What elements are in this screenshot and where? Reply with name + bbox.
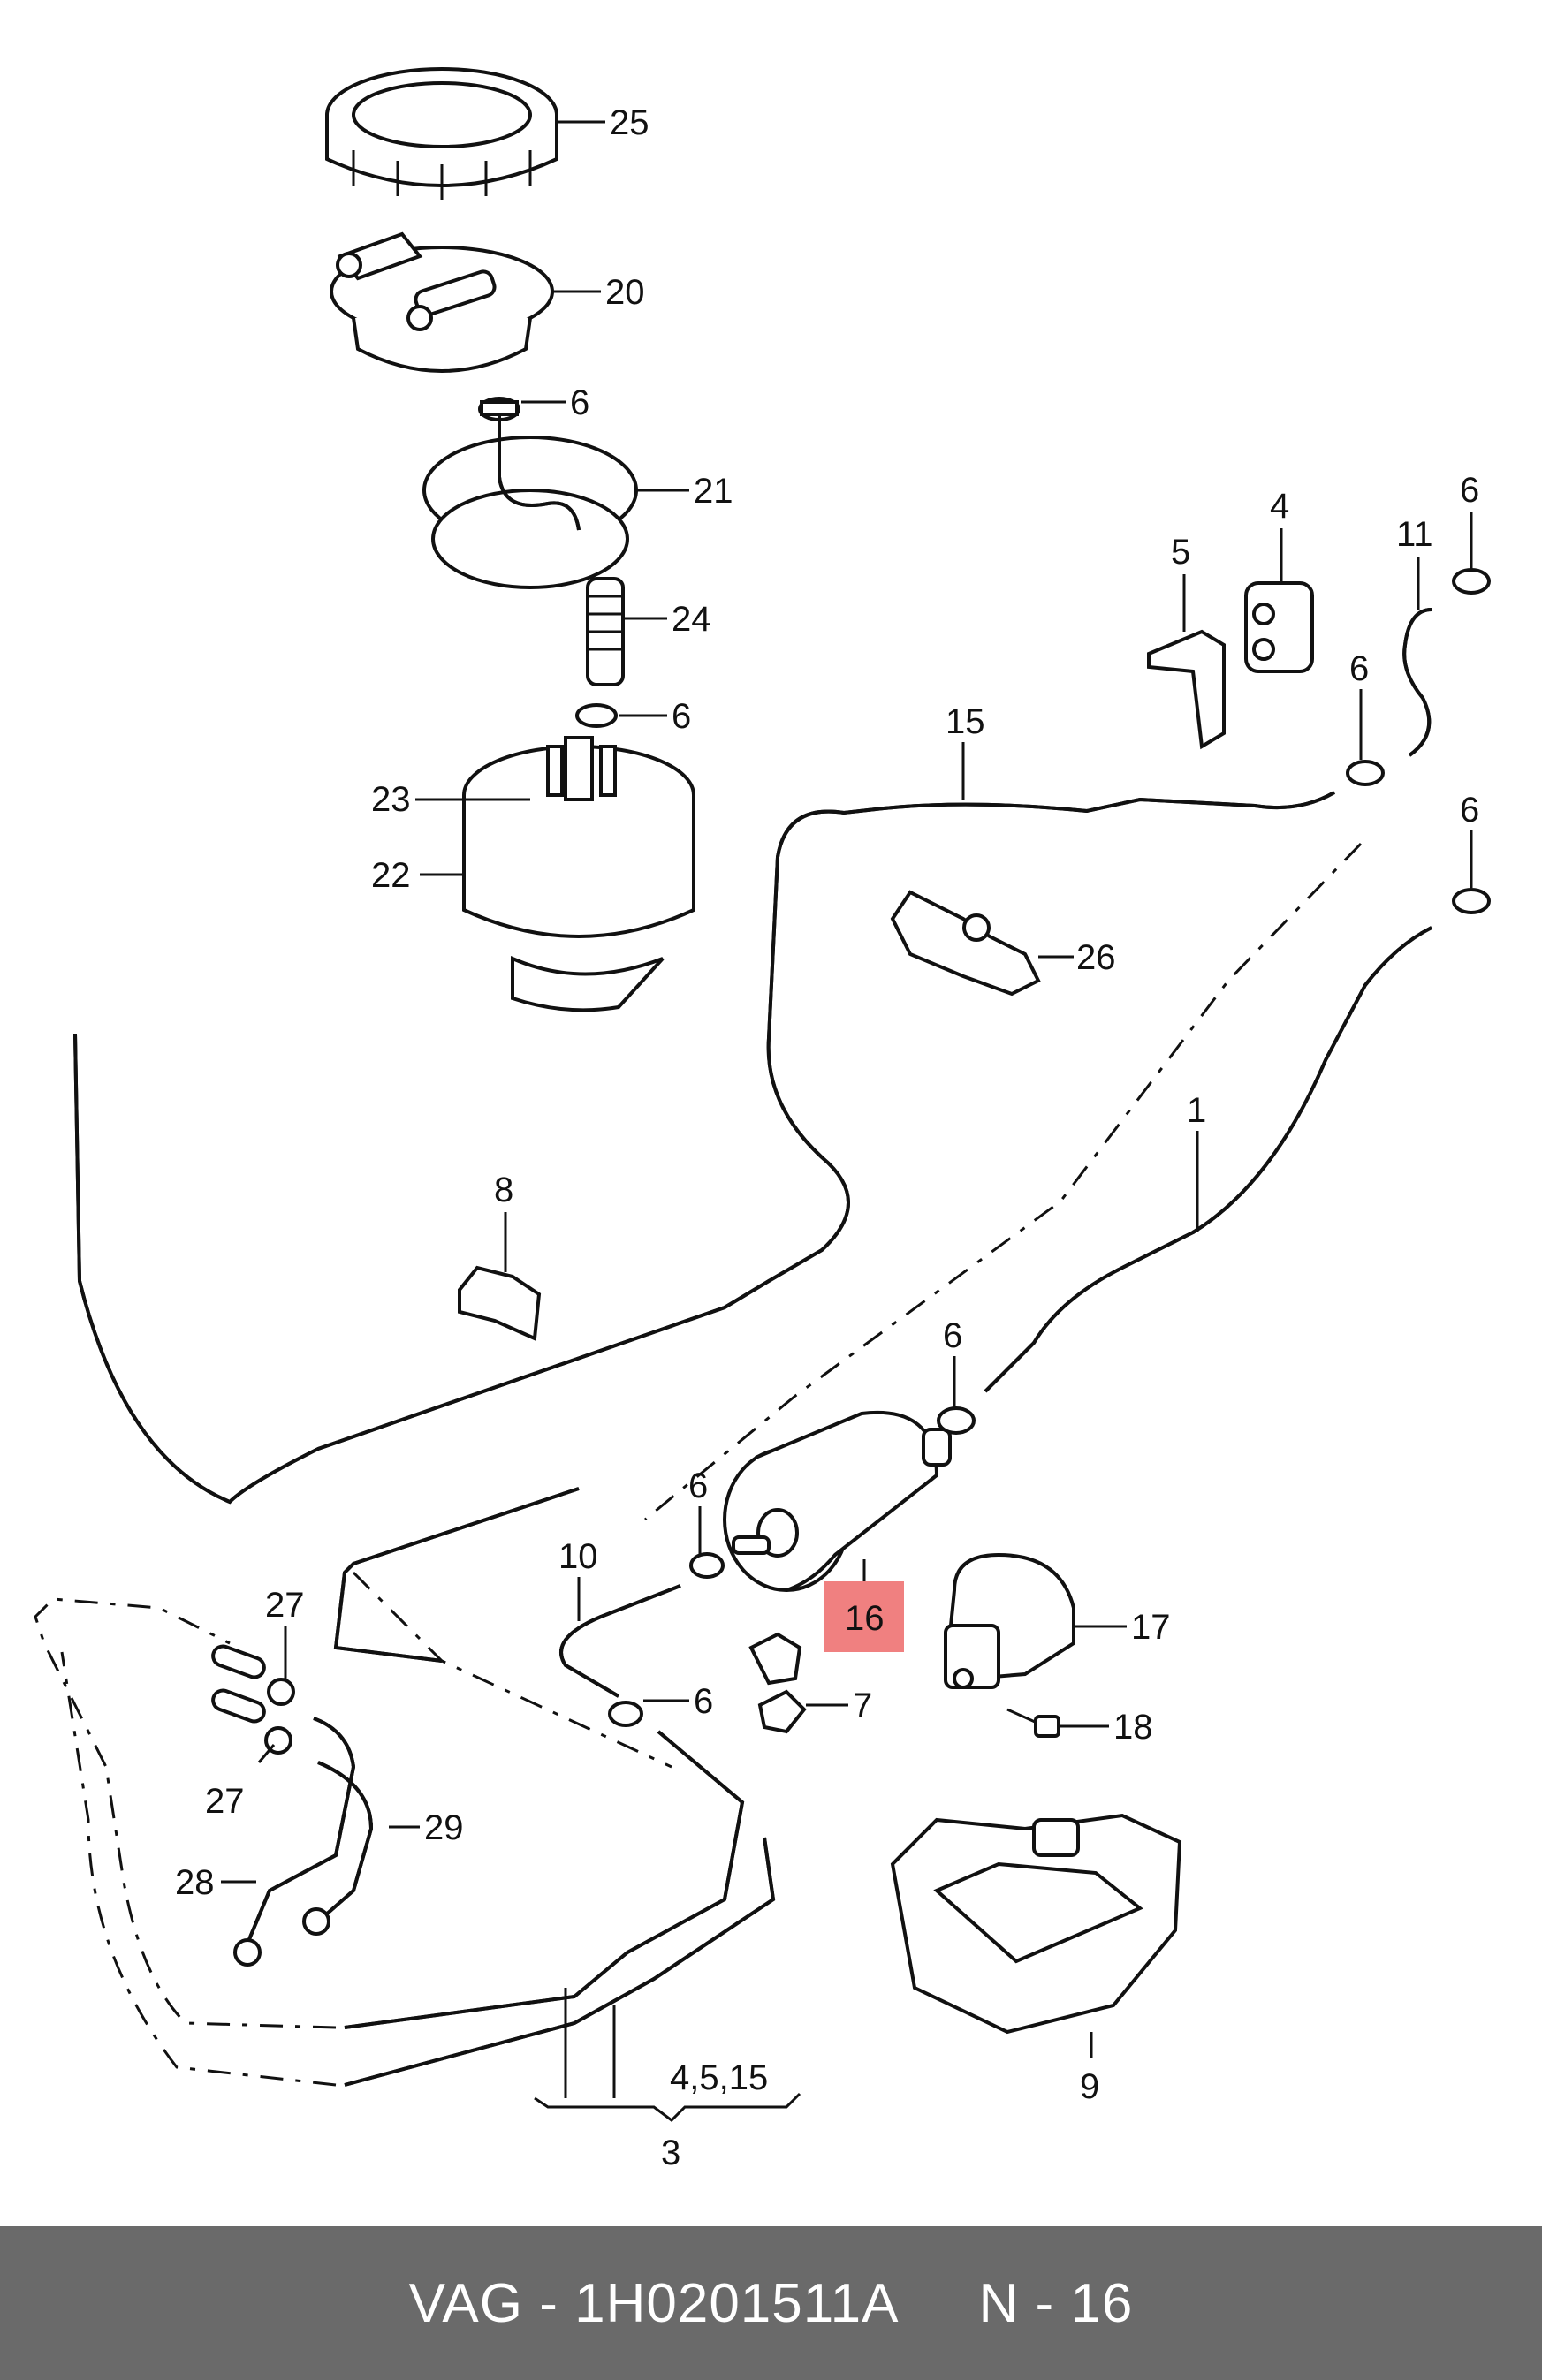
retaining-ring-icon <box>325 67 558 200</box>
label-1: 1 <box>1187 1091 1206 1130</box>
label-29: 29 <box>424 1808 464 1847</box>
label-5: 5 <box>1171 533 1190 572</box>
label-7: 7 <box>853 1686 872 1725</box>
bolt-icon <box>1006 1708 1060 1738</box>
footer-bar: VAG - 1H0201511A N - 16 <box>0 2226 1542 2380</box>
label-20: 20 <box>605 273 645 312</box>
label-23: 23 <box>371 780 411 819</box>
bracket-icon <box>1147 629 1226 750</box>
label-16: 16 <box>845 1599 885 1638</box>
filter-holder-icon <box>944 1552 1075 1689</box>
charcoal-canister-icon <box>890 1813 1182 2035</box>
hose-clamp-icon <box>608 1701 643 1727</box>
label-6-r2: 6 <box>1349 649 1369 688</box>
hose-clamp-icon <box>1452 568 1491 595</box>
label-6-hose10: 6 <box>694 1682 713 1721</box>
label-6-pump: 6 <box>672 697 691 736</box>
label-26: 26 <box>1076 938 1116 977</box>
hose-clamp-icon <box>211 1644 295 1755</box>
corrugated-hose-icon <box>586 577 625 686</box>
label-6-filter-l: 6 <box>688 1467 708 1505</box>
sender-flange-icon <box>330 231 554 373</box>
label-8: 8 <box>494 1171 513 1209</box>
fuel-pump-icon <box>462 736 695 1012</box>
label-6-r3: 6 <box>1460 791 1479 830</box>
label-9: 9 <box>1080 2067 1099 2106</box>
hose-clamp-icon <box>1452 888 1491 914</box>
clip-icon <box>748 1632 807 1734</box>
rubber-mount-icon <box>1244 581 1314 673</box>
label-21: 21 <box>694 472 733 511</box>
hose-clamp-icon <box>1346 760 1385 786</box>
label-28: 28 <box>175 1863 215 1902</box>
label-6-top: 6 <box>570 383 589 422</box>
hose-clamp-icon <box>478 397 520 421</box>
label-6-filter-r: 6 <box>943 1316 962 1355</box>
label-10: 10 <box>558 1537 598 1576</box>
label-15: 15 <box>946 702 985 741</box>
fuel-filter-icon <box>723 1410 952 1592</box>
bracket-icon <box>458 1265 542 1341</box>
hose-clamp-icon <box>689 1552 725 1579</box>
label-4-5-15: 4,5,15 <box>670 2058 768 2097</box>
label-22: 22 <box>371 856 411 895</box>
label-11: 11 <box>1396 515 1433 554</box>
label-27-top: 27 <box>265 1586 305 1625</box>
label-18: 18 <box>1113 1708 1153 1747</box>
pump-housing-icon <box>422 415 638 589</box>
hose-clamp-icon <box>937 1406 976 1435</box>
label-25: 25 <box>610 103 649 142</box>
label-27-bottom: 27 <box>205 1782 245 1821</box>
hose-clamp-icon <box>575 703 618 728</box>
clip-icon <box>890 890 1041 997</box>
label-3: 3 <box>661 2134 680 2172</box>
part-number: VAG - 1H0201511A <box>408 2272 900 2334</box>
highlight-box <box>824 1581 904 1652</box>
label-24: 24 <box>672 600 711 639</box>
position-ref: N - 16 <box>978 2272 1134 2334</box>
exploded-parts-diagram: 25 20 6 21 24 6 <box>34 67 1491 2172</box>
label-6-r1: 6 <box>1460 471 1479 510</box>
label-4: 4 <box>1270 487 1289 526</box>
label-17: 17 <box>1131 1608 1171 1647</box>
